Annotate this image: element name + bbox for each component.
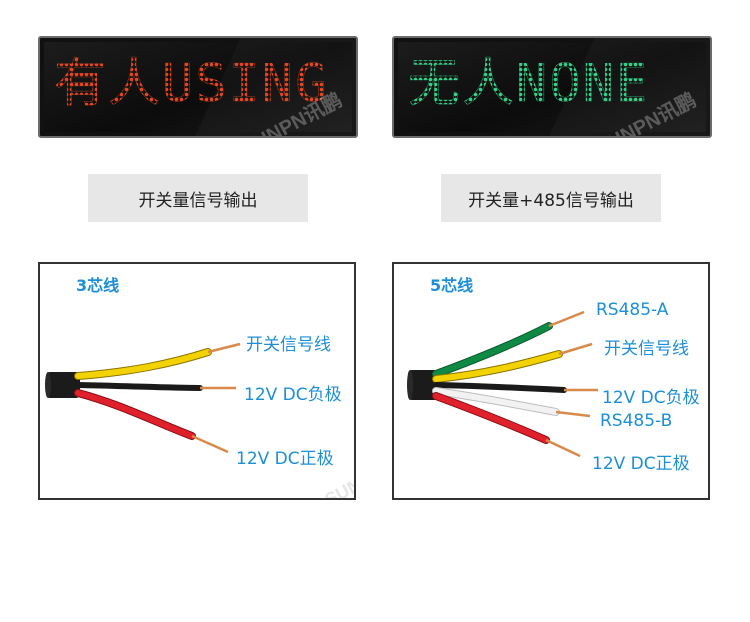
- copper-tip: [555, 410, 591, 418]
- five-core-cable-illustration: [407, 310, 598, 458]
- cable-end: [407, 370, 413, 400]
- cable-end: [45, 372, 51, 398]
- panel-screen: [398, 42, 706, 132]
- wire-red: [75, 390, 195, 439]
- led-text-none: 无人NONE: [408, 54, 650, 115]
- cable-sheath: [46, 372, 80, 398]
- cable-box-3-core: 3芯线 开关信号线 12V DC负极 12V DC正极 SUNPN讯鹏: [38, 262, 356, 500]
- label-negative: 12V DC负极: [244, 385, 342, 405]
- label-switch-wire: 开关信号线: [604, 339, 689, 359]
- led-panel-using: 有人USING SUNPN讯鹏: [38, 36, 358, 138]
- cable-sheath: [408, 370, 438, 400]
- copper-tip: [548, 310, 585, 328]
- three-core-cable-illustration: [45, 342, 241, 454]
- wire-green: [433, 323, 552, 377]
- copper-tip: [207, 342, 241, 354]
- label-rs485-a: RS485-A: [596, 300, 669, 320]
- panel-screen: [44, 42, 352, 132]
- wire-black: [433, 382, 567, 393]
- wire-red: [433, 393, 549, 443]
- wire-yellow: [75, 349, 211, 379]
- led-text-using: 有人USING: [54, 54, 329, 115]
- label-switch-wire: 开关信号线: [246, 335, 331, 355]
- box-title: 3芯线: [76, 276, 120, 295]
- label-rs485-b: RS485-B: [600, 411, 673, 431]
- wire-yellow: [433, 351, 562, 382]
- cable-box-5-core: 5芯线 RS485-A 开关信号线 12V DC负极 RS485-B 12V D…: [392, 262, 710, 500]
- label-positive: 12V DC正极: [592, 454, 690, 474]
- caption-switch-485-output: 开关量+485信号输出: [441, 174, 661, 222]
- wire-black: [75, 382, 203, 391]
- led-panel-none: 无人NONE SUNPN讯鹏: [392, 36, 712, 138]
- caption-switch-output: 开关量信号输出: [88, 174, 308, 222]
- label-positive: 12V DC正极: [236, 449, 334, 469]
- box-title: 5芯线: [430, 276, 474, 295]
- copper-tip: [191, 434, 229, 454]
- label-negative: 12V DC负极: [602, 388, 700, 408]
- copper-tip: [545, 438, 581, 458]
- wire-white: [433, 388, 559, 415]
- copper-tip: [558, 342, 593, 356]
